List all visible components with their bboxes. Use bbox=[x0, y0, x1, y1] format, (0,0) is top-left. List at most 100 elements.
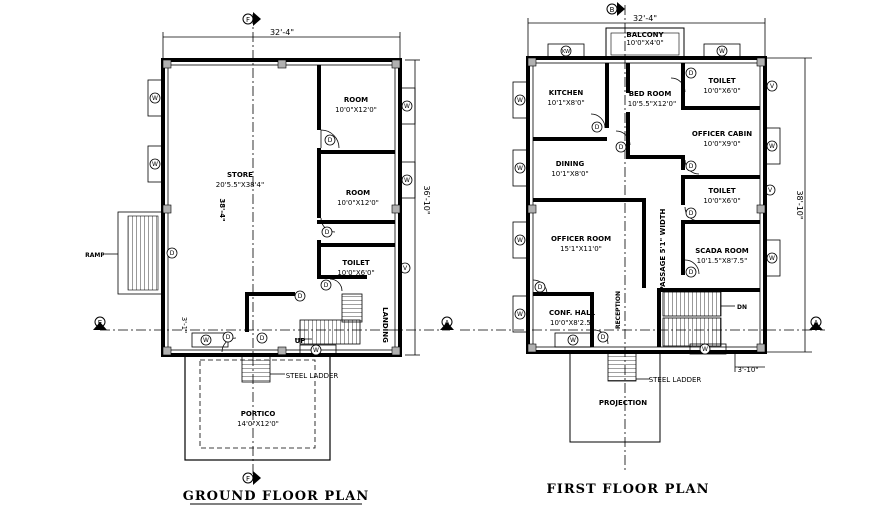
window-icon: W bbox=[147, 79, 164, 117]
kitchen-label: KITCHEN bbox=[549, 89, 584, 97]
first-toilet2-size: 10'0"X6'0" bbox=[703, 197, 740, 205]
dn-label: DN bbox=[737, 304, 747, 311]
window-icon: W bbox=[512, 221, 529, 259]
svg-text:W: W bbox=[203, 337, 209, 344]
svg-text:V: V bbox=[770, 83, 775, 90]
officer-room-size: 15'1"X11'0" bbox=[560, 245, 602, 253]
svg-text:V: V bbox=[403, 265, 408, 272]
svg-text:W: W bbox=[570, 337, 576, 344]
first-right-dimension: 38'-10" bbox=[795, 190, 804, 219]
svg-text:D: D bbox=[170, 250, 175, 257]
first-axis-top-marker: B bbox=[606, 2, 625, 16]
room2-size: 10'0"X12'0" bbox=[337, 199, 379, 207]
room2-label: ROOM bbox=[346, 189, 370, 197]
window-icon: W bbox=[399, 87, 416, 125]
first-toilet2-label: TOILET bbox=[708, 187, 736, 195]
svg-text:W: W bbox=[702, 346, 708, 353]
svg-text:W: W bbox=[404, 103, 410, 110]
ground-width-dimension: 32'-4" bbox=[270, 28, 294, 37]
svg-text:V: V bbox=[768, 187, 773, 194]
bedroom-label: BED ROOM bbox=[629, 90, 672, 98]
portico-label: PORTICO bbox=[241, 410, 276, 418]
svg-text:D: D bbox=[689, 163, 694, 170]
passage-label: PASSAGE 5'1" WIDTH bbox=[659, 208, 667, 291]
svg-text:W: W bbox=[517, 165, 523, 172]
door-icon: D bbox=[597, 331, 609, 343]
first-floor-plan: B A 32'-4" 38'-10" bbox=[460, 2, 825, 497]
ventilator-icon: V bbox=[399, 262, 411, 274]
svg-text:A: A bbox=[814, 319, 819, 327]
svg-text:KW: KW bbox=[562, 49, 570, 55]
ramp-label: RAMP bbox=[85, 252, 105, 259]
svg-text:D: D bbox=[298, 293, 303, 300]
door-icon: D bbox=[166, 247, 178, 259]
door-icon: D bbox=[324, 134, 336, 146]
officer-cabin-label: OFFICER CABIN bbox=[692, 130, 752, 138]
svg-text:D: D bbox=[538, 284, 543, 291]
ground-depth-dimension: 38'-4" bbox=[218, 198, 226, 221]
door-icon: D bbox=[685, 207, 697, 219]
svg-text:W: W bbox=[719, 48, 725, 55]
dining-label: DINING bbox=[556, 160, 585, 168]
window-icon: W bbox=[689, 343, 727, 355]
first-steel-ladder-label: STEEL LADDER bbox=[649, 376, 702, 384]
window-icon: W bbox=[764, 239, 781, 277]
ventilator-icon: V bbox=[764, 184, 776, 196]
svg-text:E: E bbox=[98, 319, 102, 327]
svg-text:D: D bbox=[601, 334, 606, 341]
door-icon: D bbox=[222, 331, 234, 343]
svg-text:D: D bbox=[226, 334, 231, 341]
svg-text:D: D bbox=[260, 335, 265, 342]
window-icon: W bbox=[764, 127, 781, 165]
svg-text:W: W bbox=[152, 95, 158, 102]
ground-axis-right-marker: A bbox=[440, 316, 454, 330]
svg-text:W: W bbox=[769, 255, 775, 262]
room1-label: ROOM bbox=[344, 96, 368, 104]
svg-text:D: D bbox=[689, 210, 694, 217]
first-toilet1-size: 10'0"X6'0" bbox=[703, 87, 740, 95]
ventilator-icon: V bbox=[766, 80, 778, 92]
balcony-label: BALCONY bbox=[626, 31, 664, 39]
ground-axis-left-marker: E bbox=[93, 316, 107, 330]
svg-text:D: D bbox=[689, 269, 694, 276]
door-icon: D bbox=[534, 281, 546, 293]
door-icon: D bbox=[320, 279, 332, 291]
reception-label: RECEPTION bbox=[615, 291, 622, 329]
first-toilet1-label: TOILET bbox=[708, 77, 736, 85]
svg-text:D: D bbox=[689, 70, 694, 77]
svg-text:W: W bbox=[404, 177, 410, 184]
room1-size: 10'0"X12'0" bbox=[335, 106, 377, 114]
door-icon: D bbox=[294, 290, 306, 302]
svg-text:W: W bbox=[517, 237, 523, 244]
window-icon: W bbox=[147, 145, 164, 183]
up-label: UP bbox=[295, 337, 306, 345]
svg-text:W: W bbox=[517, 311, 523, 318]
balcony-size: 10'0"X4'0" bbox=[626, 39, 663, 47]
first-offset-dimension: 3'-10" bbox=[737, 366, 758, 374]
kitchen-size: 10'1"X8'0" bbox=[547, 99, 584, 107]
door-icon: D bbox=[321, 226, 333, 238]
bedroom-size: 10'5.5"X12'0" bbox=[628, 100, 676, 108]
store-label: STORE bbox=[227, 171, 253, 179]
door-icon: D bbox=[685, 67, 697, 79]
door-icon: D bbox=[685, 160, 697, 172]
svg-text:D: D bbox=[595, 124, 600, 131]
ground-toilet-size: 10'0"X6'0" bbox=[337, 269, 374, 277]
ground-toilet-label: TOILET bbox=[342, 259, 370, 267]
svg-text:W: W bbox=[769, 143, 775, 150]
window-icon: W bbox=[703, 43, 741, 59]
landing-label: LANDING bbox=[381, 307, 389, 343]
window-icon: W bbox=[512, 295, 529, 333]
ground-right-dimension: 36'-10" bbox=[422, 185, 431, 214]
first-floor-title: FIRST FLOOR PLAN bbox=[547, 482, 710, 497]
window-icon: W bbox=[512, 81, 529, 119]
svg-text:D: D bbox=[325, 229, 330, 236]
ground-axis-top-marker: F bbox=[242, 12, 261, 26]
svg-text:W: W bbox=[517, 97, 523, 104]
svg-text:D: D bbox=[328, 137, 333, 144]
door-icon: D bbox=[685, 266, 697, 278]
projection-label: PROJECTION bbox=[599, 399, 647, 407]
portico-size: 14'0"X12'0" bbox=[237, 420, 279, 428]
svg-text:F: F bbox=[246, 475, 250, 483]
